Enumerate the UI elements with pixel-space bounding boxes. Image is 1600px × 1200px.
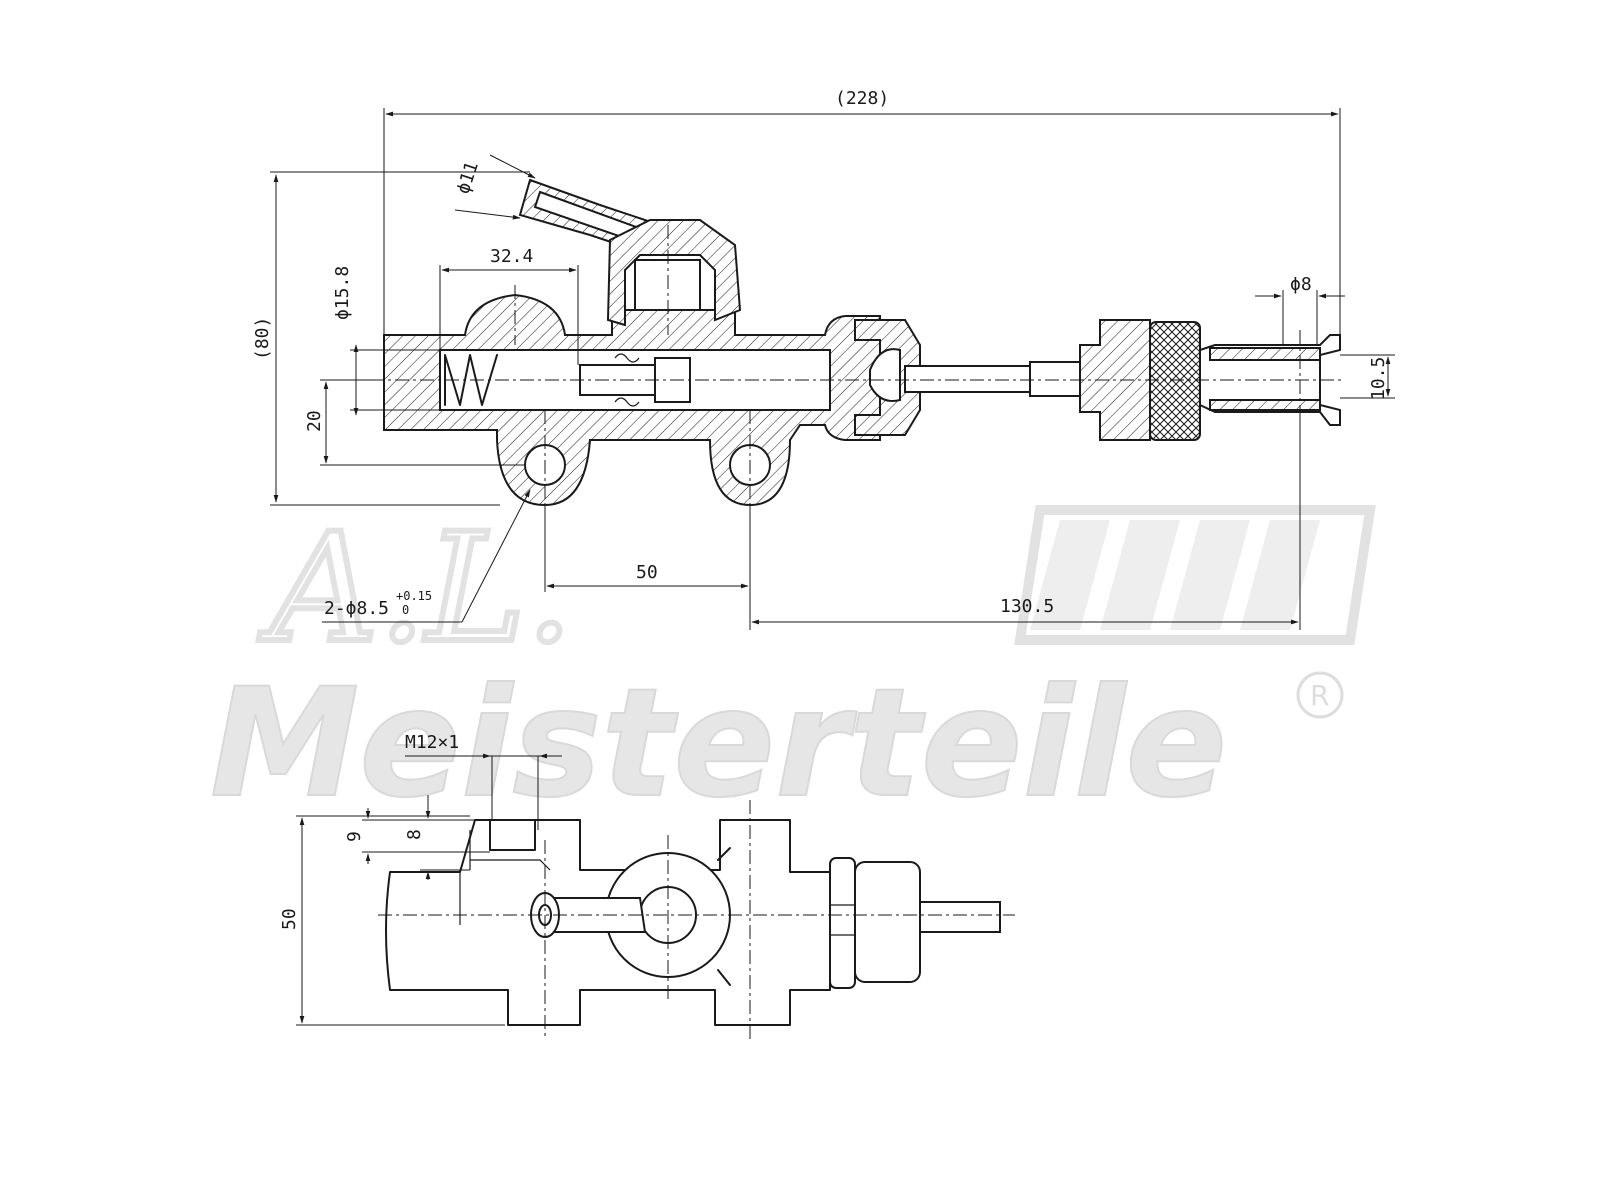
dim-mount-to-rod-end: 130.5	[1000, 596, 1054, 617]
exterior-view	[378, 800, 1015, 1040]
dim-port-depth-a: 9	[344, 831, 365, 842]
watermark-logo-bar	[1240, 520, 1320, 630]
push-rod	[904, 365, 1031, 393]
rubber-bushing	[1149, 321, 1201, 441]
exterior-dimensions: M12×1 9 8 50	[279, 732, 562, 1026]
rod-end-wall-bottom	[1209, 399, 1321, 411]
watermark-brand: Meisterteile	[210, 657, 1227, 831]
dim-chamber-length: 32.4	[490, 246, 533, 267]
dim-body-width: 50	[279, 908, 300, 930]
dim-axis-height: 20	[304, 410, 325, 432]
dim-port-thread: M12×1	[405, 732, 459, 753]
dim-bore-diameter: ϕ15.8	[332, 266, 353, 320]
push-cup	[869, 348, 901, 402]
small-spring	[614, 353, 640, 407]
exterior-push-rod	[919, 901, 1001, 933]
dim-mount-holes-tol-lower: 0	[402, 603, 409, 617]
dim-rod-end-width: 10.5	[1368, 357, 1389, 400]
dim-mount-spacing: 50	[636, 562, 658, 583]
end-flange	[829, 857, 856, 989]
exterior-body	[385, 819, 831, 1026]
watermark: A.L. Meisterteile R	[209, 499, 1376, 832]
dim-port-depth-b: 8	[404, 829, 425, 840]
watermark-logo-bar	[1100, 520, 1180, 630]
watermark-logo-letters: A.L.	[258, 502, 573, 676]
dim-overall-length: (228)	[835, 88, 889, 109]
watermark-logo-bar	[1170, 520, 1250, 630]
reservoir-cap	[606, 219, 742, 327]
section-dimensions: (228) ϕ11 ϕ15.8 32.4 (80) 20 ϕ8	[252, 88, 1395, 630]
watermark-logo-bar	[1030, 520, 1110, 630]
dim-mount-holes-tol-upper: +0.15	[396, 589, 432, 603]
watermark-registered: R	[1310, 679, 1329, 712]
end-boot	[854, 861, 921, 983]
dim-rod-end-diameter: ϕ8	[1290, 274, 1312, 295]
watermark-logo-frame	[1014, 505, 1376, 645]
port-hole	[489, 819, 536, 851]
dim-outlet-diameter: ϕ11	[453, 159, 483, 196]
watermark-registered-circle	[1296, 671, 1344, 719]
dim-overall-height: (80)	[252, 317, 273, 360]
rod-end-wall-top	[1209, 347, 1321, 361]
section-view	[370, 178, 1345, 515]
dim-mount-holes: 2-ϕ8.5	[324, 598, 389, 619]
